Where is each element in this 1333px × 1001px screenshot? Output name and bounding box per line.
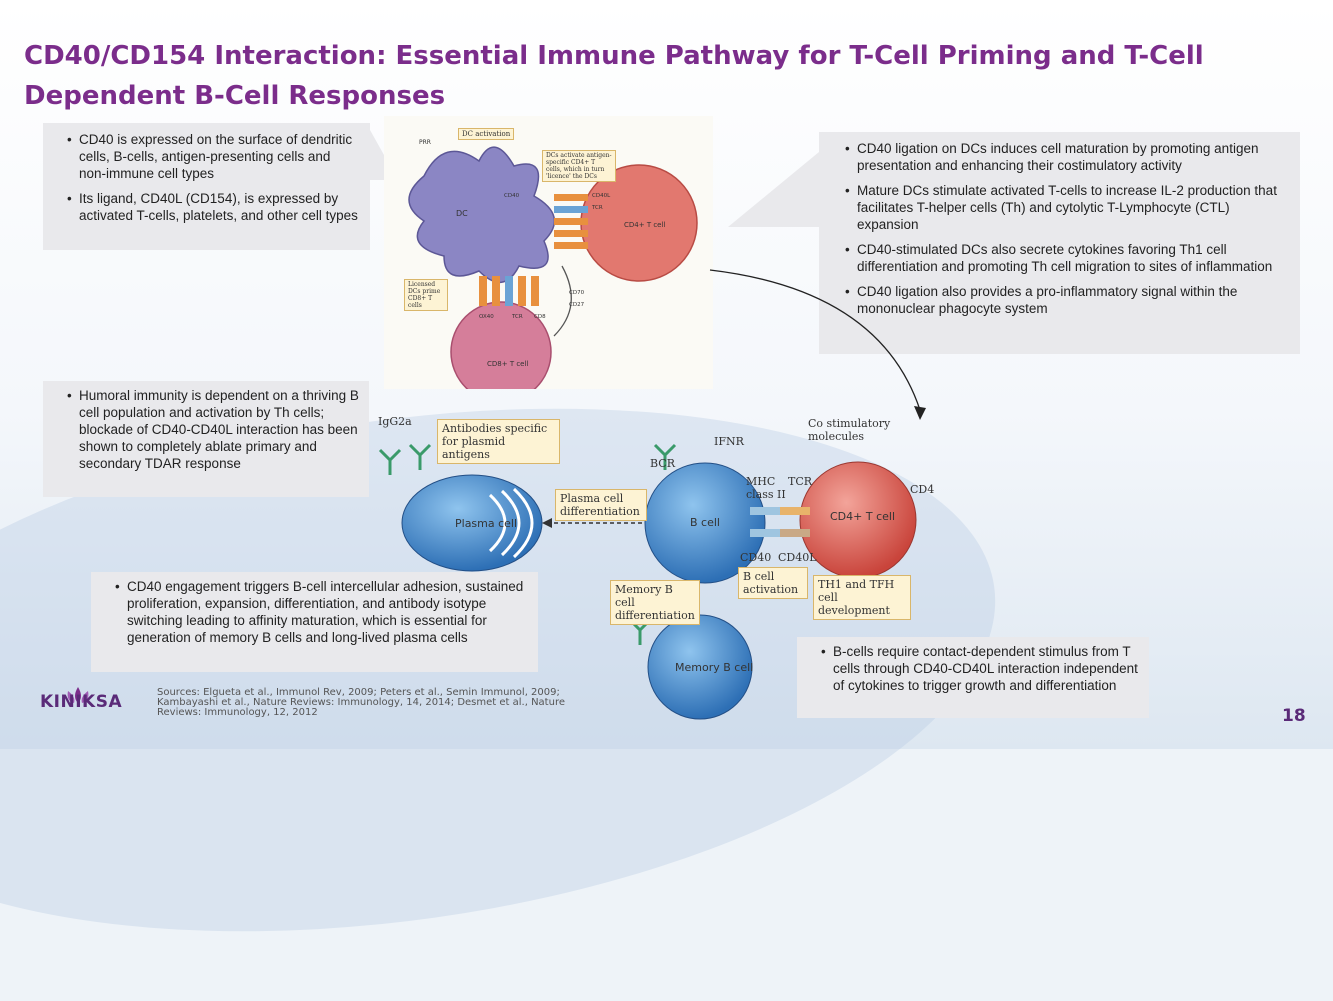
licence-note: DCs activate antigen-specific CD4+ T cel… (542, 150, 616, 182)
plasma-er (488, 487, 534, 559)
tcr-receptor (780, 507, 810, 515)
dc-tcell-svg: DC CD4+ T cell CD8+ T cell PRR CD40 CD40… (408, 139, 698, 403)
bcell-tcell-svg: Plasma cell B cell CD4+ T cell Memory B … (378, 443, 917, 720)
callout-cd40-engagement: CD40 engagement triggers B-cell intercel… (91, 572, 538, 672)
callout-contact-stimulus: B-cells require contact-dependent stimul… (797, 637, 1149, 718)
igg2a-label: IgG2a (378, 415, 412, 428)
callout-pointer (728, 152, 819, 227)
mhc-receptor (750, 507, 780, 515)
licensed-note: Licensed DCs prime CD8+ T cells (404, 279, 448, 311)
receptor-label: TCR (591, 205, 603, 211)
plasma-label: Plasma cell (455, 517, 517, 530)
connector-arrow (709, 269, 926, 420)
b-activation-label: B cell activation (738, 567, 808, 599)
b-cell (644, 462, 766, 584)
sources-footnote: Sources: Elgueta et al., Immunol Rev, 20… (157, 687, 565, 718)
bcell-tcell-diagram: Plasma cell B cell CD4+ T cell Memory B … (370, 405, 934, 725)
cd40-receptor (750, 529, 780, 537)
page-number: 18 (1282, 706, 1306, 726)
slide-title: CD40/CD154 Interaction: Essential Immune… (24, 41, 1204, 111)
plasma-diff-label: Plasma cell differentiation (555, 489, 647, 521)
antibodies-label: Antibodies specific for plasmid antigens (437, 419, 560, 464)
bullet: Humoral immunity is dependent on a thriv… (67, 387, 359, 472)
cd4-marker-label: CD4 (910, 483, 935, 496)
bullet: B-cells require contact-dependent stimul… (821, 643, 1139, 694)
receptor-pairs (554, 194, 588, 249)
ifnr-label: IFNR (714, 435, 744, 448)
callout-dc-ligation: CD40 ligation on DCs induces cell matura… (819, 132, 1300, 354)
bullet: CD40 ligation on DCs induces cell matura… (845, 140, 1288, 174)
callout-humoral-immunity: Humoral immunity is dependent on a thriv… (43, 381, 369, 497)
callout-expression: CD40 is expressed on the surface of dend… (43, 123, 370, 250)
bcr-icon (653, 443, 677, 470)
mhc-label: MHC class II (746, 475, 786, 501)
cd40l-label: CD40L (778, 551, 817, 564)
antibody-icon (378, 448, 402, 475)
bullet: Mature DCs stimulate activated T-cells t… (845, 182, 1288, 233)
dc-tcell-diagram: DC CD4+ T cell CD8+ T cell PRR CD40 CD40… (384, 116, 713, 403)
cd40-label: CD40 (740, 551, 772, 564)
receptor-label: CD8 (534, 314, 546, 320)
arrowhead (542, 518, 552, 528)
cd40l-receptor (780, 529, 810, 537)
kiniksa-logo-icon (67, 687, 89, 703)
dendritic-cell (408, 146, 556, 283)
cd8-label: CD8+ T cell (487, 360, 528, 368)
logo-text: KINIKSA (40, 692, 123, 712)
cd4-label: CD4+ T cell (624, 221, 665, 229)
receptor-label: OX40 (479, 314, 494, 320)
costim-label: Co stimulatory molecules (808, 417, 891, 443)
cytokine-arrow (553, 265, 572, 337)
receptor-label: CD40L (592, 193, 611, 199)
th-dev-label: TH1 and TFH cell development (813, 575, 911, 620)
receptor-label: CD27 (569, 302, 585, 308)
cd4-label: CD4+ T cell (830, 510, 895, 523)
antibody-icon (408, 443, 432, 470)
bullet: CD40 engagement triggers B-cell intercel… (115, 578, 528, 646)
memory-label: Memory B cell (675, 661, 753, 674)
memory-diff-label: Memory B cell differentiation (610, 580, 700, 625)
receptor-label: CD70 (569, 290, 585, 296)
bullet: CD40 is expressed on the surface of dend… (67, 131, 360, 182)
receptor-label: TCR (511, 314, 523, 320)
prr-label: PRR (419, 139, 431, 146)
bcr-label: BCR (650, 457, 675, 470)
dc-label: DC (456, 209, 468, 218)
bullet: Its ligand, CD40L (CD154), is expressed … (67, 190, 360, 224)
memory-b-cell (647, 614, 753, 720)
dc-activation-label: DC activation (458, 128, 515, 140)
cd8-receptor-pairs (479, 276, 539, 306)
bullet: CD40-stimulated DCs also secrete cytokin… (845, 241, 1288, 275)
b-cell-label: B cell (690, 516, 720, 529)
bullet: CD40 ligation also provides a pro-inflam… (845, 283, 1288, 317)
receptor-label: CD40 (504, 193, 520, 199)
tcr-label: TCR (788, 475, 813, 488)
